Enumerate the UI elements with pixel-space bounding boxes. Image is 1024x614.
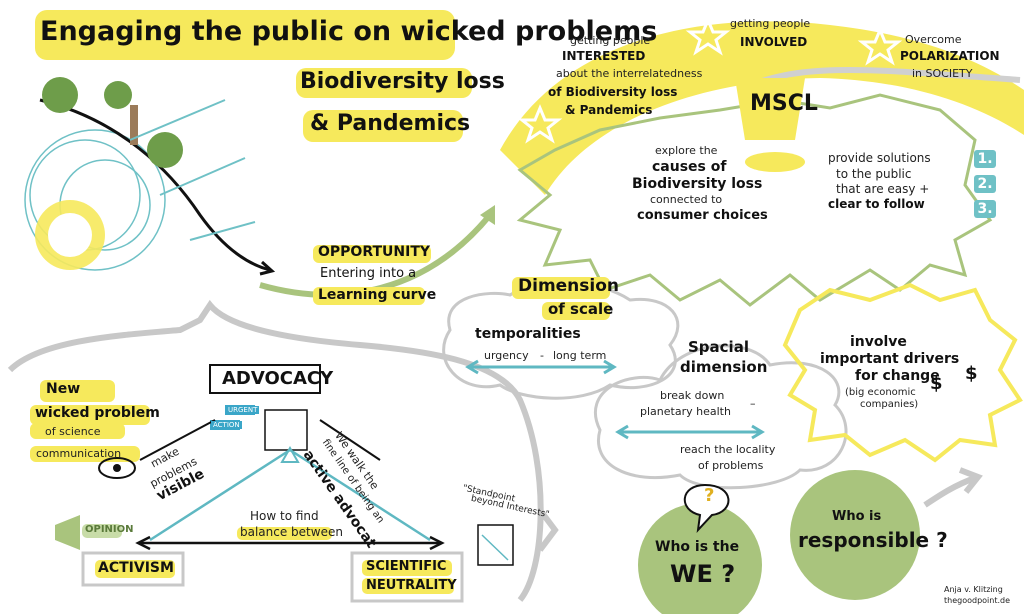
decline-curve [39, 98, 271, 272]
subtitle-line2: & Pandemics [310, 111, 471, 136]
balance-line1: How to find [250, 509, 319, 523]
credit-line1: Anja v. Klitzing [944, 585, 1003, 594]
step-1-badge: 1. [974, 150, 996, 168]
opinion-label: OPINION [85, 524, 134, 535]
provide-line4: clear to follow [828, 197, 925, 211]
involved-line1: getting people [730, 17, 811, 30]
scale-heading-line2: of scale [548, 300, 614, 318]
explore-line1: explore the [655, 144, 718, 157]
star-interested [517, 104, 563, 144]
opportunity-heading: OPPORTUNITY [318, 244, 431, 260]
drivers-burst [782, 282, 1023, 463]
provide-line2: to the public [836, 167, 912, 181]
journey-swoosh [500, 21, 1024, 195]
explore-line4: connected to [650, 193, 723, 206]
drivers-line1: involve [850, 334, 907, 350]
drivers-line3: for change [855, 368, 940, 384]
interested-line5: & Pandemics [565, 103, 653, 117]
opportunity-line1: Entering into a [320, 266, 417, 281]
neutrality-line2: NEUTRALITY [366, 578, 457, 593]
subtitle-line1: Biodiversity loss [300, 69, 505, 94]
advocacy-heading: ADVOCACY [222, 368, 334, 389]
dollar-sign-1: $ [930, 373, 943, 394]
wicked-line4: communication [36, 447, 122, 460]
temporal-heading: temporalities [475, 326, 581, 342]
spacial-line1: Spacial [688, 338, 749, 356]
neutrality-line1: SCIENTIFIC [366, 559, 447, 574]
main-title: Engaging the public on wicked problems [40, 16, 658, 47]
responsible-circle [790, 470, 920, 600]
question-bubble [683, 483, 730, 533]
explore-line2: causes of [652, 159, 727, 175]
activism-label: ACTIVISM [98, 560, 174, 576]
drivers-line2: important drivers [820, 351, 960, 367]
break-dash: – [750, 397, 756, 410]
wicked-line1: New [46, 381, 81, 397]
drivers-line5: companies) [860, 399, 919, 410]
responsible-line1: Who is [832, 509, 882, 524]
dollar-sign-2: $ [965, 363, 978, 384]
explore-line5: consumer choices [637, 208, 768, 223]
polarization-line1: Overcome [905, 33, 962, 46]
scale-heading-line1: Dimension [518, 276, 620, 296]
provide-line3: that are easy + [836, 182, 930, 196]
credit-line2: thegoodpoint.de [944, 596, 1011, 605]
involved-line2: INVOLVED [740, 35, 808, 49]
question-mark: ? [704, 485, 715, 506]
reach-line1: reach the locality [680, 443, 776, 456]
explore-line3: Biodiversity loss [632, 176, 763, 192]
wicked-line2: wicked problem [35, 405, 160, 421]
spacial-line2: dimension [680, 358, 768, 376]
mscl-label: MSCL [750, 91, 818, 116]
star-polarization [857, 26, 903, 66]
interested-line1: getting people [570, 34, 651, 47]
spacial-cloud [593, 344, 848, 490]
break-line2: planetary health [640, 405, 731, 418]
tag-action: ACTION [211, 421, 242, 429]
step-3-badge: 3. [974, 200, 996, 218]
mscl-cup [735, 78, 805, 140]
wicked-line3: of science [45, 425, 101, 438]
virus-scribble [24, 129, 166, 271]
opportunity-line2: Learning curve [318, 287, 437, 303]
step-2-badge: 2. [974, 175, 996, 193]
drivers-line4: (big economic [845, 387, 916, 398]
interested-line3: about the interrelatedness [556, 67, 703, 80]
temporal-left: urgency [484, 349, 529, 362]
tag-urgent: URGENT [226, 406, 260, 414]
scale-cloud [442, 280, 680, 400]
break-line1: break down [660, 389, 725, 402]
mscl-blob [745, 152, 805, 172]
we-line1: Who is the [655, 539, 740, 555]
temporal-dash: - [540, 349, 544, 362]
interested-line4: of Biodiversity loss [548, 85, 678, 99]
provide-line1: provide solutions [828, 151, 931, 165]
polarization-line2: POLARIZATION [900, 49, 1000, 63]
temporal-right: long term [553, 349, 607, 362]
advocacy-outline [7, 299, 544, 602]
responsible-line2: responsible ? [798, 528, 948, 552]
we-line2: WE ? [670, 560, 736, 588]
reach-line2: of problems [698, 459, 764, 472]
balance-line2: balance between [240, 525, 343, 539]
polarization-line3: in SOCIETY [912, 67, 973, 80]
interested-line2: INTERESTED [562, 49, 646, 63]
star-involved [685, 16, 731, 56]
we-circle [638, 503, 762, 614]
